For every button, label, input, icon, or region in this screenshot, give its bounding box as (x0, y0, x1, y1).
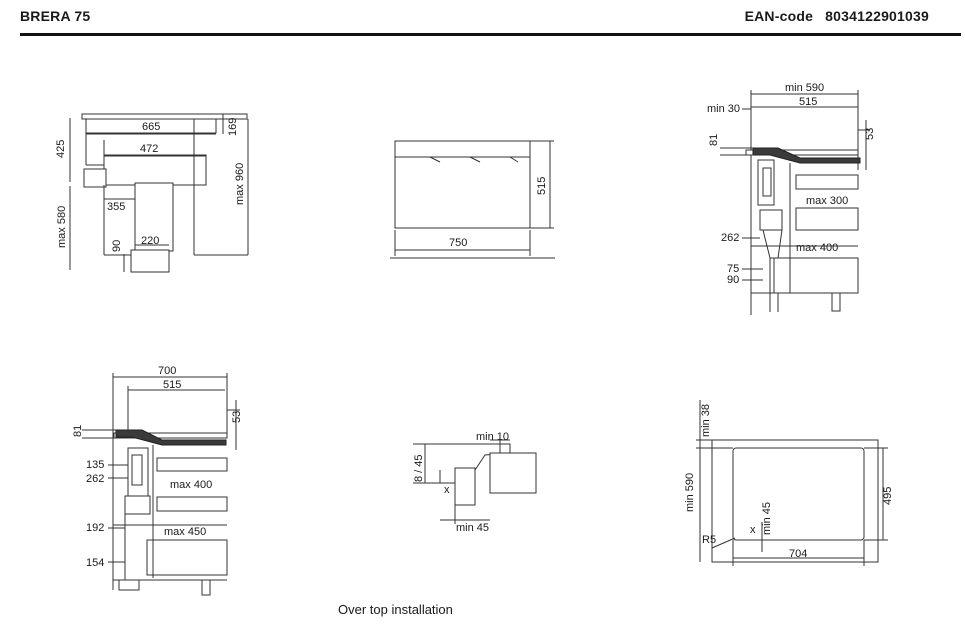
transition-piece (762, 229, 783, 259)
dim-min-30: min 30 (707, 103, 740, 115)
hob-section-bottom (115, 429, 227, 446)
dim-min-45-detail: min 45 (456, 522, 489, 534)
drawer-1 (795, 174, 859, 190)
dim-75: 75 (727, 263, 739, 275)
duct-inner (762, 167, 772, 197)
dim-192: 192 (86, 522, 104, 534)
extractor-unit (103, 154, 207, 186)
dim-750: 750 (449, 237, 467, 249)
motor-housing (83, 168, 107, 188)
hob-section (752, 147, 861, 164)
dim-262-bottom: 262 (86, 473, 104, 485)
dim-8-45: 8 / 45 (413, 454, 425, 482)
worktop (745, 149, 859, 156)
dim-220: 220 (141, 235, 159, 247)
ean-label: EAN-code (744, 8, 814, 24)
dim-max-400: max 400 (796, 242, 838, 254)
dim-355: 355 (107, 201, 125, 213)
dim-min-45-plan: min 45 (761, 502, 773, 535)
drawer-b1 (156, 457, 228, 472)
dim-min-10: min 10 (476, 431, 509, 443)
plinth-box (118, 579, 140, 591)
dim-472: 472 (140, 143, 158, 155)
dim-max-960: max 960 (234, 163, 246, 205)
installation-caption: Over top installation (338, 602, 453, 617)
front-section-view: 665 472 425 169 max 960 355 max 580 90 2… (55, 113, 249, 273)
dim-135: 135 (86, 459, 104, 471)
dim-154: 154 (86, 557, 104, 569)
cutout-opening (732, 447, 865, 541)
dim-704: 704 (789, 548, 807, 560)
hob-body (85, 118, 217, 134)
side-section-bottom-view: 700 515 53 81 135 262 max 400 192 max 45… (72, 365, 243, 596)
dim-x-detail: x (444, 484, 450, 496)
dim-min-590: min 590 (785, 82, 824, 94)
dim-min-38: min 38 (700, 404, 712, 437)
dim-r5: R5 (702, 534, 716, 546)
dim-665: 665 (142, 121, 160, 133)
motor-box-bottom (124, 495, 151, 515)
leg-bottom (201, 579, 211, 596)
hob-outline (394, 140, 531, 229)
dim-max-300: max 300 (806, 195, 848, 207)
dim-425: 425 (55, 140, 67, 158)
ean-value: 8034122901039 (825, 8, 929, 24)
motor-box (759, 209, 783, 231)
dim-515-top: 515 (536, 177, 548, 195)
header-rule (20, 33, 961, 36)
dim-min-590-plan: min 590 (684, 473, 696, 512)
worktop-bottom (113, 432, 228, 439)
drawer-b3 (146, 539, 228, 576)
ean-code: EAN-code 8034122901039 (745, 8, 929, 24)
flush-detail-view: min 10 8 / 45 x min 45 (413, 431, 537, 534)
dim-169: 169 (227, 118, 239, 136)
drawer-3 (773, 257, 859, 294)
dim-515-bottom: 515 (163, 379, 181, 391)
model-name: BRERA 75 (20, 8, 91, 24)
hob-glass (81, 113, 248, 120)
dim-515-side: 515 (799, 96, 817, 108)
drawer-b2 (156, 496, 228, 512)
dim-262: 262 (721, 232, 739, 244)
dim-max-450: max 450 (164, 526, 206, 538)
dim-53-bottom: 53 (231, 411, 243, 423)
dim-max-580: max 580 (56, 206, 68, 248)
dim-53: 53 (864, 128, 876, 140)
side-section-top-view: min 590 min 30 515 53 81 max 300 262 max… (707, 82, 876, 315)
dim-max-400-bottom: max 400 (170, 479, 212, 491)
leg (831, 292, 841, 312)
dim-90: 90 (111, 240, 123, 252)
hob-edge-detail (454, 467, 476, 506)
dim-700: 700 (158, 365, 176, 377)
dim-x-plan: x (750, 524, 756, 536)
top-view: 515 750 (390, 140, 555, 259)
dim-81-bottom: 81 (72, 425, 84, 437)
dim-495: 495 (882, 487, 894, 505)
duct-inner-bottom (131, 454, 143, 486)
drawer-2 (795, 207, 859, 231)
dim-81: 81 (708, 134, 720, 146)
cabinet-detail (489, 452, 537, 494)
cutout-plan-view: min 38 min 590 495 R5 x min 45 704 (684, 400, 894, 566)
dim-90-side: 90 (727, 274, 739, 286)
duct-column (134, 182, 174, 252)
filter-box (130, 249, 170, 273)
